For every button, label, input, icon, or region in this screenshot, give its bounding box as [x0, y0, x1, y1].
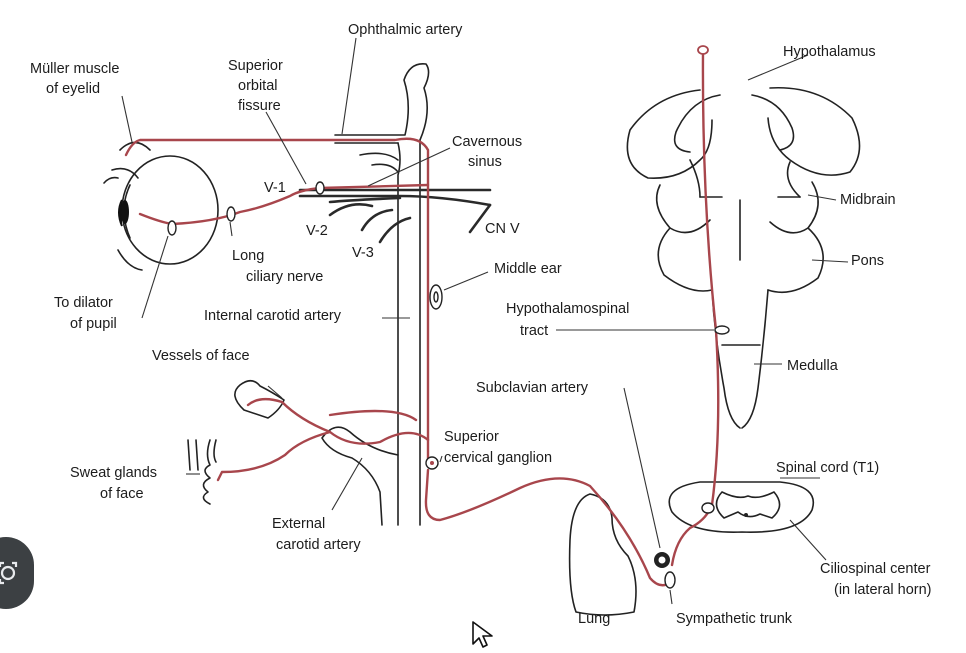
- label-superior-cervical-ganglion-1: Superior: [444, 429, 499, 445]
- lung-shape: [568, 493, 637, 616]
- leader-lines: [121, 37, 849, 605]
- labels: Ophthalmic artery Müller muscle of eyeli…: [30, 22, 932, 627]
- label-v3: V-3: [352, 245, 374, 261]
- lens-glyph: [0, 561, 18, 585]
- label-ciliospinal-center-2: (in lateral horn): [834, 582, 932, 598]
- label-cn-v: CN V: [485, 221, 520, 237]
- label-vessels-of-face: Vessels of face: [152, 348, 250, 364]
- sweat-glands-shape: [187, 439, 217, 505]
- label-midbrain: Midbrain: [840, 192, 896, 208]
- label-hypothalamospinal-2: tract: [520, 323, 548, 339]
- label-middle-ear: Middle ear: [494, 261, 562, 277]
- label-cavernous-sinus-2: sinus: [468, 154, 502, 170]
- label-lung: Lung: [578, 611, 610, 627]
- label-to-dilator-1: To dilator: [54, 295, 113, 311]
- label-pons: Pons: [851, 253, 884, 269]
- label-sweat-glands-2: of face: [100, 486, 144, 502]
- spinal-cord-t1-shape: [668, 481, 815, 533]
- label-medulla: Medulla: [787, 358, 839, 374]
- brainstem-outline: [626, 86, 861, 429]
- label-long-ciliary-nerve-2: ciliary nerve: [246, 269, 323, 285]
- sympathetic-pathway: [124, 50, 720, 587]
- label-superior-orbital-fissure-2: orbital: [238, 78, 278, 94]
- label-v1: V-1: [264, 180, 286, 196]
- synapse-markers: [167, 45, 730, 589]
- external-carotid-vessel: [234, 379, 399, 526]
- label-hypothalamus: Hypothalamus: [783, 44, 876, 60]
- mouse-pointer-icon: [471, 620, 497, 653]
- label-long-ciliary-nerve-1: Long: [232, 248, 264, 264]
- ophthalmic-artery-vessel: [334, 63, 430, 526]
- trigeminal-nerve: [298, 188, 492, 244]
- label-external-carotid-1: External: [272, 516, 325, 532]
- label-subclavian-artery: Subclavian artery: [476, 380, 589, 396]
- label-muller-muscle-2: of eyelid: [46, 81, 100, 97]
- label-sympathetic-trunk: Sympathetic trunk: [676, 611, 793, 627]
- label-external-carotid-2: carotid artery: [276, 537, 361, 553]
- label-v2: V-2: [306, 223, 328, 239]
- label-ciliospinal-center-1: Ciliospinal center: [820, 561, 931, 577]
- label-to-dilator-2: of pupil: [70, 316, 117, 332]
- label-ophthalmic-artery: Ophthalmic artery: [348, 22, 463, 38]
- label-muller-muscle: Müller muscle: [30, 61, 119, 77]
- label-spinal-cord-t1: Spinal cord (T1): [776, 460, 879, 476]
- lens-icon[interactable]: [0, 537, 34, 609]
- label-internal-carotid-artery: Internal carotid artery: [204, 308, 342, 324]
- label-superior-orbital-fissure-3: fissure: [238, 98, 281, 114]
- label-hypothalamospinal-1: Hypothalamospinal: [506, 301, 629, 317]
- label-cavernous-sinus-1: Cavernous: [452, 134, 522, 150]
- eyeball: [103, 141, 219, 271]
- label-sweat-glands-1: Sweat glands: [70, 465, 157, 481]
- label-superior-orbital-fissure-1: Superior: [228, 58, 283, 74]
- label-superior-cervical-ganglion-2: cervical ganglion: [444, 450, 552, 466]
